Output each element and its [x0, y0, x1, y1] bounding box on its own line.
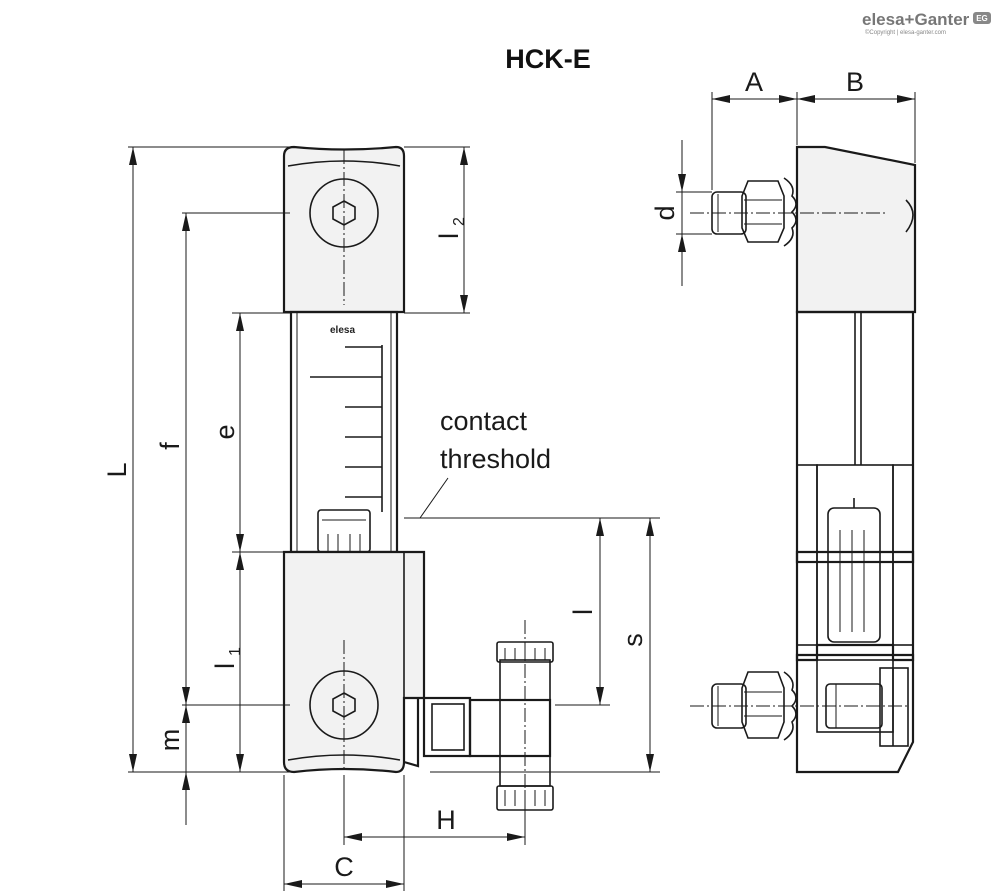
switch-connector [422, 641, 554, 811]
dim-B: B [846, 67, 864, 97]
dim-H: H [436, 805, 456, 835]
dim-l: l [568, 609, 598, 615]
side-dimensions: A B d [650, 67, 916, 286]
note-threshold: threshold [440, 444, 551, 474]
front-dimensions: L f m e l 1 l 2 l [102, 146, 660, 891]
dim-m: m [155, 729, 185, 752]
side-top-block [795, 145, 917, 314]
dim-l2-subscript: 2 [451, 217, 468, 226]
side-float [827, 498, 881, 643]
dim-l2: l [434, 233, 464, 239]
dim-s: s [618, 633, 648, 647]
bottom-block [282, 550, 426, 774]
brand-name: elesa+Ganter [862, 10, 970, 29]
brand-copyright: ©Copyright | elesa-ganter.com [865, 29, 946, 36]
brand-badge [973, 12, 991, 24]
tube-logo: elesa [330, 325, 355, 336]
float [317, 509, 371, 553]
dim-e: e [210, 424, 240, 439]
drawing-title: HCK-E [505, 44, 591, 74]
dim-A: A [745, 67, 763, 97]
sight-tube [289, 310, 399, 554]
dim-l1-subscript: 1 [227, 647, 244, 656]
front-view: elesa [282, 145, 554, 830]
dim-L: L [102, 462, 132, 477]
dim-d: d [650, 205, 680, 220]
note-contact: contact [440, 406, 528, 436]
side-view [690, 145, 917, 774]
dim-f: f [155, 442, 185, 450]
dim-l1: l [210, 663, 240, 669]
dim-C: C [334, 852, 354, 882]
brand-badge-text: EG [976, 14, 988, 23]
tube-scale [310, 345, 383, 512]
side-bottom-block [795, 550, 915, 662]
brand-logo: elesa+Ganter ©Copyright | elesa-ganter.c… [862, 10, 991, 36]
